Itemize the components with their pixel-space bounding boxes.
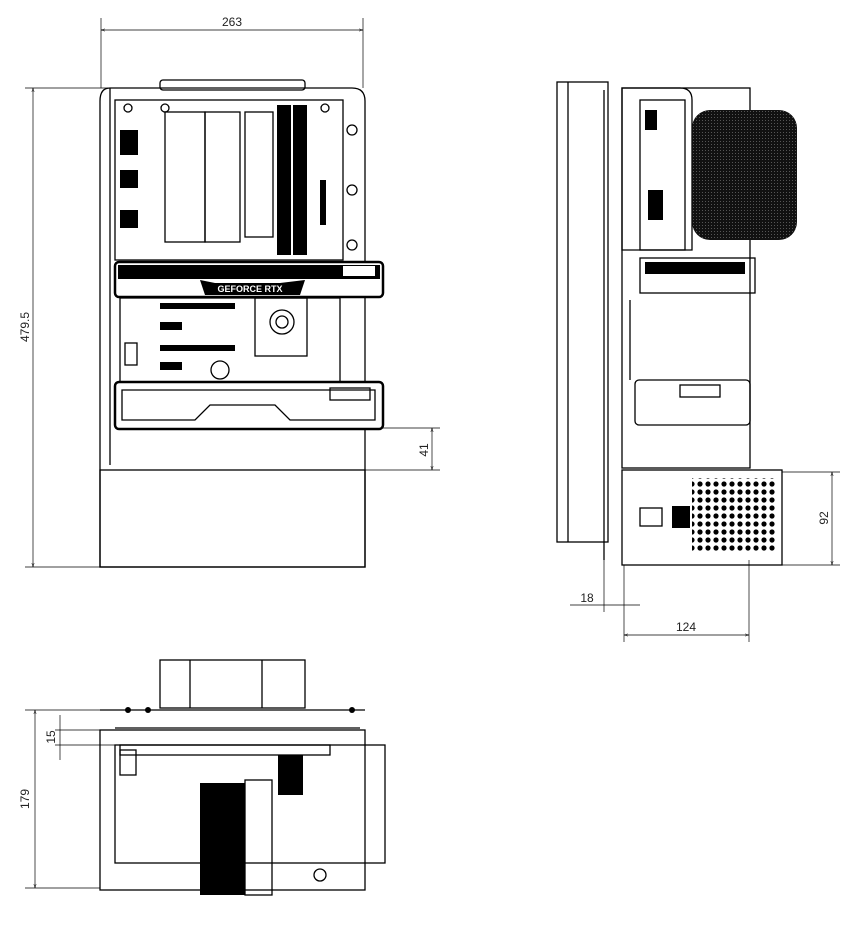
dim-label-top-offset: 15: [44, 730, 58, 744]
dimension-179: 179: [18, 709, 100, 889]
side-view: [556, 81, 797, 566]
dimension-15: 15: [44, 715, 115, 760]
dim-label-width: 263: [222, 15, 242, 29]
motherboard-components: [120, 103, 358, 255]
dim-label-height: 479.5: [18, 312, 32, 342]
dim-label-clearance: 41: [417, 443, 431, 457]
dimension-41: 41: [365, 427, 440, 471]
front-view: GEFORCE RTX: [99, 79, 385, 568]
dimension-18: 18: [570, 560, 640, 642]
dimension-479-5: 479.5: [18, 87, 110, 568]
dimension-124: 124: [624, 560, 750, 642]
dimension-263: 263: [100, 15, 364, 88]
gpu-brand-label: GEFORCE RTX: [217, 284, 282, 294]
dim-label-top-depth: 179: [18, 789, 32, 809]
top-view: [99, 659, 386, 896]
psu-shroud: [113, 380, 385, 431]
dimension-92: 92: [782, 471, 840, 566]
dim-label-depth: 124: [676, 620, 696, 634]
gpu: GEFORCE RTX: [113, 260, 385, 299]
dim-label-offset: 18: [580, 591, 594, 605]
dim-label-psu: 92: [817, 511, 831, 525]
